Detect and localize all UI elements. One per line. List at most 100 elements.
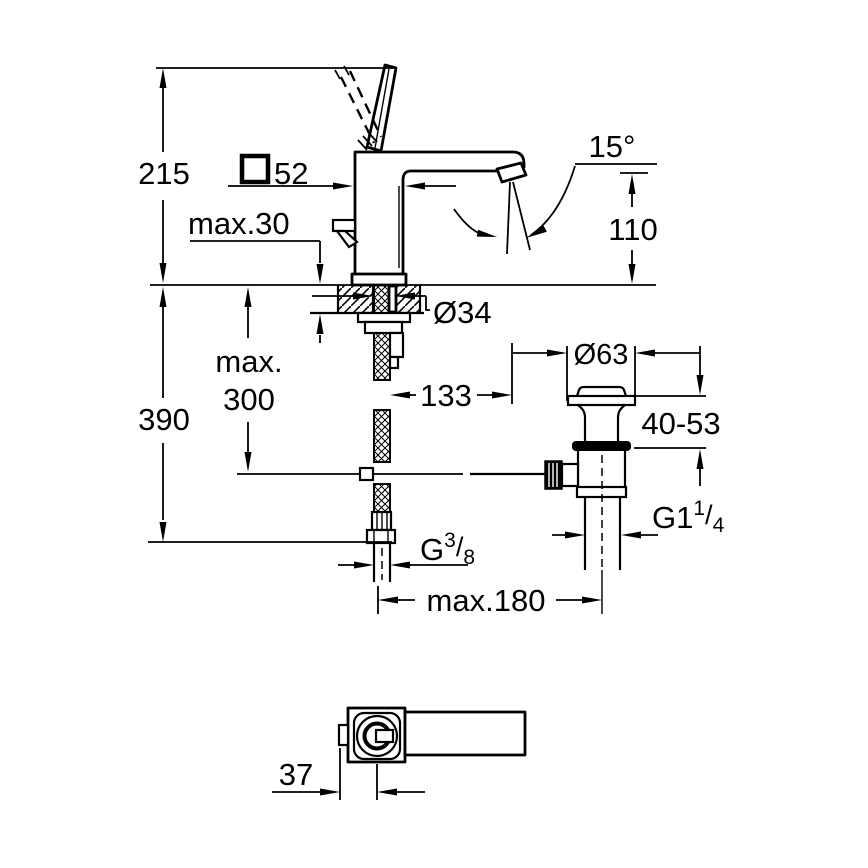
waste-plug-cap [575, 385, 628, 397]
dim-line-133 [410, 343, 513, 404]
g38-sup: 3 [444, 529, 456, 552]
dimension-215: 215 [138, 67, 393, 283]
g38-slash: / [456, 532, 464, 562]
dim-line-o63 [513, 346, 699, 401]
dim-line-o34 [312, 295, 430, 311]
hose-nut-lines [373, 530, 389, 543]
g114-sup: 1 [693, 497, 705, 520]
faucet-body [331, 150, 528, 287]
cartridge-notch [374, 728, 395, 744]
dimension-37: 37 [272, 748, 425, 800]
dimension-390: 390 [138, 287, 392, 543]
label-o34: Ø34 [433, 295, 492, 330]
stream-line-angled [512, 181, 531, 251]
dimension-max30: max.30 [188, 206, 324, 343]
arrowhead-left [378, 596, 398, 604]
arrowhead-left [390, 561, 410, 569]
label-300-line2: 300 [223, 382, 275, 417]
pop-up-rod [237, 466, 546, 482]
label-37: 37 [279, 757, 313, 792]
waste-pipe [583, 497, 622, 570]
label-g1-quarter: G11/4 [652, 497, 725, 537]
spout-top [403, 710, 527, 757]
arrowhead-up [159, 287, 167, 307]
side-view: 215 390 max. 300 max.30 52 [138, 63, 725, 618]
arrowhead-up [628, 174, 636, 194]
handle-dashed-edge-2 [348, 70, 383, 138]
dimension-o63: Ø63 [513, 339, 699, 401]
g114-sub: 4 [713, 514, 725, 537]
label-max30: max.30 [188, 206, 290, 241]
arrowhead-right [354, 561, 374, 569]
supply-hose [356, 284, 412, 582]
shank-strip [387, 284, 398, 314]
dim-line-390 [148, 307, 392, 543]
arrowhead-right [582, 596, 602, 604]
dimension-g-three-eighths: G3/8 [338, 529, 475, 569]
arrowhead-up [316, 314, 324, 334]
arrowhead-left [377, 788, 397, 796]
faucet-outline-top [353, 150, 526, 276]
waste-flange [566, 394, 637, 407]
label-15deg: 15° [589, 129, 636, 164]
water-stream [506, 181, 531, 255]
arrowhead-up [696, 449, 704, 469]
arc-arrowhead-right [526, 225, 547, 238]
dimension-max300: max. 300 [215, 287, 283, 472]
hose-end-fitting [365, 510, 397, 545]
stream-line-vertical [506, 181, 511, 255]
label-g-three-eighths: G3/8 [420, 529, 475, 569]
label-390: 390 [138, 402, 190, 437]
dim-line-40-53 [634, 346, 706, 486]
pop-up-pull-knob [331, 218, 359, 249]
waste-neck [577, 404, 626, 441]
dimension-133: 133 [390, 343, 513, 413]
dimension-g1-quarter: G11/4 [552, 497, 725, 539]
arrowhead-left [390, 391, 410, 399]
arrowhead-left [405, 182, 425, 190]
faucet-base-plate [350, 272, 408, 287]
g114-slash: / [705, 500, 713, 530]
pull-knob [331, 218, 357, 233]
drain-assembly [544, 385, 637, 614]
square-symbol [239, 153, 271, 185]
label-215: 215 [138, 156, 190, 191]
handle-raised [357, 63, 398, 153]
label-max180: max.180 [427, 583, 546, 618]
handle-dashed-edge-1 [339, 76, 376, 144]
handle-blade-line [374, 68, 390, 149]
pull-knob-stem [334, 229, 359, 249]
arrowhead-down [244, 452, 252, 472]
dimension-max180: max.180 [377, 583, 602, 618]
braided-hose-lower [373, 483, 391, 513]
knurl-ridges [548, 463, 558, 487]
arrowhead-right [333, 182, 353, 190]
label-o63: Ø63 [574, 339, 629, 371]
label-110: 110 [608, 212, 657, 247]
dimension-40-53: 40-53 [634, 346, 721, 486]
pull-knob-top [337, 723, 350, 747]
rod-hose-clip [358, 466, 375, 482]
angle-arc-left [453, 208, 482, 235]
label-133: 133 [420, 378, 472, 413]
braided-hose-middle [373, 409, 391, 463]
arrowhead-down [316, 264, 324, 284]
arrowhead-right [492, 391, 512, 399]
arrowhead-up [244, 287, 252, 307]
g114-base: G1 [652, 500, 693, 535]
arrowhead-right [547, 349, 567, 357]
pop-up-rod-guide [388, 331, 405, 359]
dimension-o34: Ø34 [312, 292, 492, 330]
label-max-line1: max. [215, 344, 282, 379]
arrowhead-down [159, 263, 167, 283]
arrowhead-left [621, 531, 641, 539]
dim-line-37 [272, 748, 425, 800]
hose-connector-ribs [376, 512, 388, 530]
supply-pipe [372, 543, 392, 582]
rod-connector-boss [560, 462, 580, 488]
label-40-53: 40-53 [641, 406, 720, 441]
arrowhead-down [159, 522, 167, 542]
arrowhead-right [565, 531, 585, 539]
arrowhead-right [320, 788, 340, 796]
